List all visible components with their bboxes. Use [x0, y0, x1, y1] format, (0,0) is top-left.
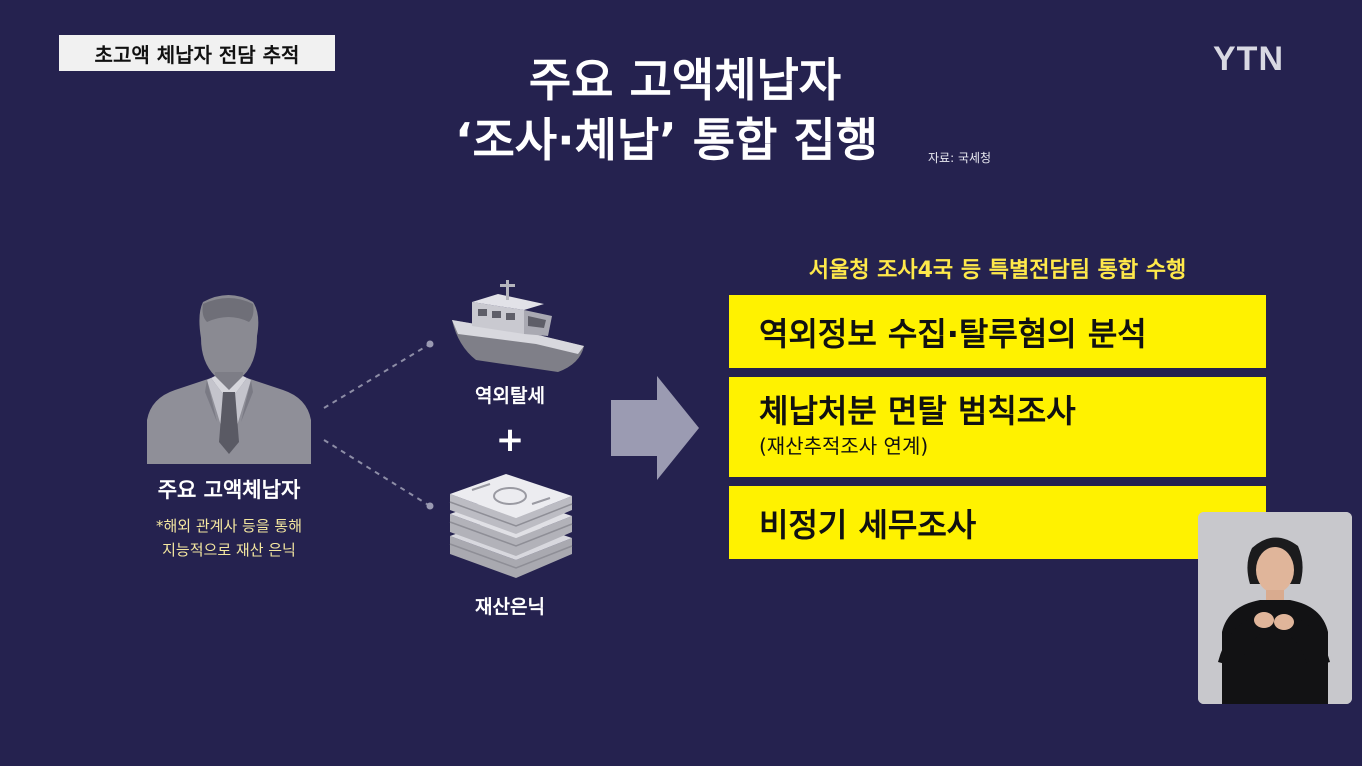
person-icon [147, 295, 311, 464]
plus-sign: + [495, 420, 525, 460]
money-stack-icon [449, 474, 573, 578]
action-item-1-text: 역외정보 수집·탈루혐의 분석 [759, 314, 1147, 353]
source-credit: 자료: 국세청 [928, 151, 992, 165]
right-arrow-icon [611, 376, 699, 480]
person-note-line-1: *해외 관계사 등을 통해 [155, 517, 302, 535]
sign-language-interpreter-inset [1198, 512, 1352, 704]
action-item-2-subtext: (재산추적조사 연계) [759, 434, 929, 458]
person-note: *해외 관계사 등을 통해 지능적으로 재산 은닉 [120, 514, 338, 562]
offshore-tax-evasion-label: 역외탈세 [475, 385, 545, 407]
interpreter-figure [1198, 512, 1352, 704]
asset-concealment-label: 재산은닉 [475, 596, 545, 618]
action-item-3-text: 비정기 세무조사 [759, 505, 977, 544]
action-item-1: 역외정보 수집·탈루혐의 분석 [729, 295, 1266, 368]
action-item-2-text: 체납처분 면탈 범칙조사 [759, 392, 1076, 430]
task-force-heading: 서울청 조사4국 등 특별전담팀 통합 수행 [808, 258, 1187, 283]
ytn-logo: YTN [1213, 40, 1284, 78]
action-item-3: 비정기 세무조사 [729, 486, 1266, 559]
title-line-2: ‘조사·체납’ 통합 집행 [455, 113, 879, 167]
person-note-line-2: 지능적으로 재산 은닉 [162, 541, 296, 559]
person-label: 주요 고액체납자 [157, 478, 301, 502]
boat-icon [452, 280, 584, 372]
topic-tag: 초고액 체납자 전담 추적 [59, 35, 335, 71]
title-line-1: 주요 고액체납자 [528, 53, 842, 107]
connector-lines [323, 340, 434, 510]
action-item-2: 체납처분 면탈 범칙조사 (재산추적조사 연계) [729, 377, 1266, 477]
